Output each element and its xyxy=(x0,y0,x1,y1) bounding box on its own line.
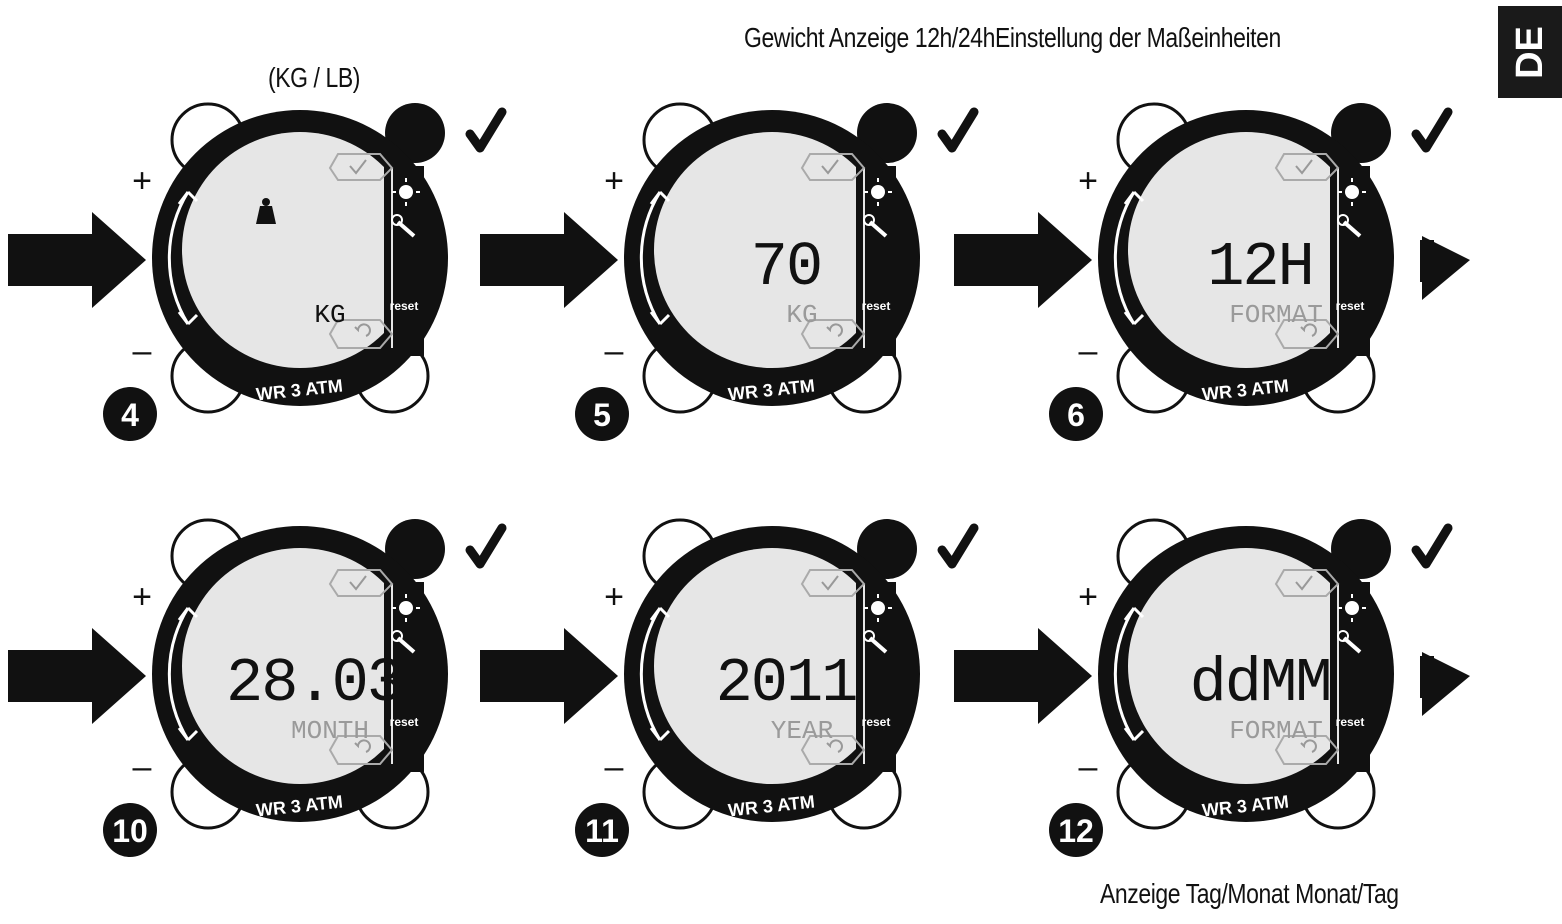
step-number: 4 xyxy=(121,397,139,433)
minus-label: – xyxy=(1079,332,1098,370)
plus-label: + xyxy=(132,578,152,616)
caption-unit-hint: (KG / LB) xyxy=(268,62,361,93)
language-tab: DE xyxy=(1498,6,1562,98)
lcd-main-reading: 12H xyxy=(1207,232,1313,303)
minus-label: – xyxy=(1079,748,1098,786)
minus-label: – xyxy=(605,332,624,370)
checkmark-icon xyxy=(470,528,502,564)
step-number: 6 xyxy=(1067,397,1085,433)
reset-label: reset xyxy=(862,299,891,313)
lcd-sub-reading: KG xyxy=(314,300,345,330)
step-badge xyxy=(1049,803,1103,857)
plus-label: + xyxy=(132,162,152,200)
lcd-main-reading: 2011 xyxy=(716,648,857,719)
lcd-sub-reading: KG xyxy=(786,300,817,330)
step-badge xyxy=(575,803,629,857)
step-arrow-icon xyxy=(8,628,146,724)
step-badge xyxy=(575,387,629,441)
plus-label: + xyxy=(604,578,624,616)
lcd-sub-reading: FORMAT xyxy=(1229,300,1323,330)
step-arrow-icon xyxy=(954,212,1092,308)
step-badge xyxy=(103,387,157,441)
checkmark-icon xyxy=(942,112,974,148)
lcd-sub-reading: YEAR xyxy=(771,716,833,746)
lcd-main-reading: 28.03 xyxy=(226,648,402,719)
minus-label: – xyxy=(133,748,152,786)
step-number: 5 xyxy=(593,397,611,433)
lcd-main-reading: 70 xyxy=(751,232,821,303)
step-number: 11 xyxy=(585,813,619,849)
weight-icon xyxy=(256,206,276,224)
step-arrow-icon xyxy=(8,212,146,308)
lcd-sub-reading: FORMAT xyxy=(1229,716,1323,746)
step-number: 12 xyxy=(1058,813,1094,849)
plus-label: + xyxy=(1078,578,1098,616)
step-badge xyxy=(103,803,157,857)
reset-label: reset xyxy=(1336,299,1365,313)
step-badge xyxy=(1049,387,1103,441)
checkmark-icon xyxy=(1416,528,1448,564)
reset-label: reset xyxy=(390,715,419,729)
lcd-sub-reading: MONTH xyxy=(291,716,369,746)
step-arrow-icon xyxy=(480,628,618,724)
reset-label: reset xyxy=(862,715,891,729)
minus-label: – xyxy=(605,748,624,786)
step-arrow-icon xyxy=(954,628,1092,724)
caption-weight-time-units: Gewicht Anzeige 12h/24hEinstellung der M… xyxy=(744,22,1281,53)
lcd-main-reading: ddMM xyxy=(1190,648,1331,719)
checkmark-icon xyxy=(942,528,974,564)
checkmark-icon xyxy=(470,112,502,148)
reset-label: reset xyxy=(1336,715,1365,729)
step-number: 10 xyxy=(112,813,148,849)
plus-label: + xyxy=(604,162,624,200)
caption-date-format: Anzeige Tag/Monat Monat/Tag xyxy=(1100,878,1399,909)
plus-label: + xyxy=(1078,162,1098,200)
minus-label: – xyxy=(133,332,152,370)
checkmark-icon xyxy=(1416,112,1448,148)
step-arrow-icon xyxy=(480,212,618,308)
reset-label: reset xyxy=(390,299,419,313)
